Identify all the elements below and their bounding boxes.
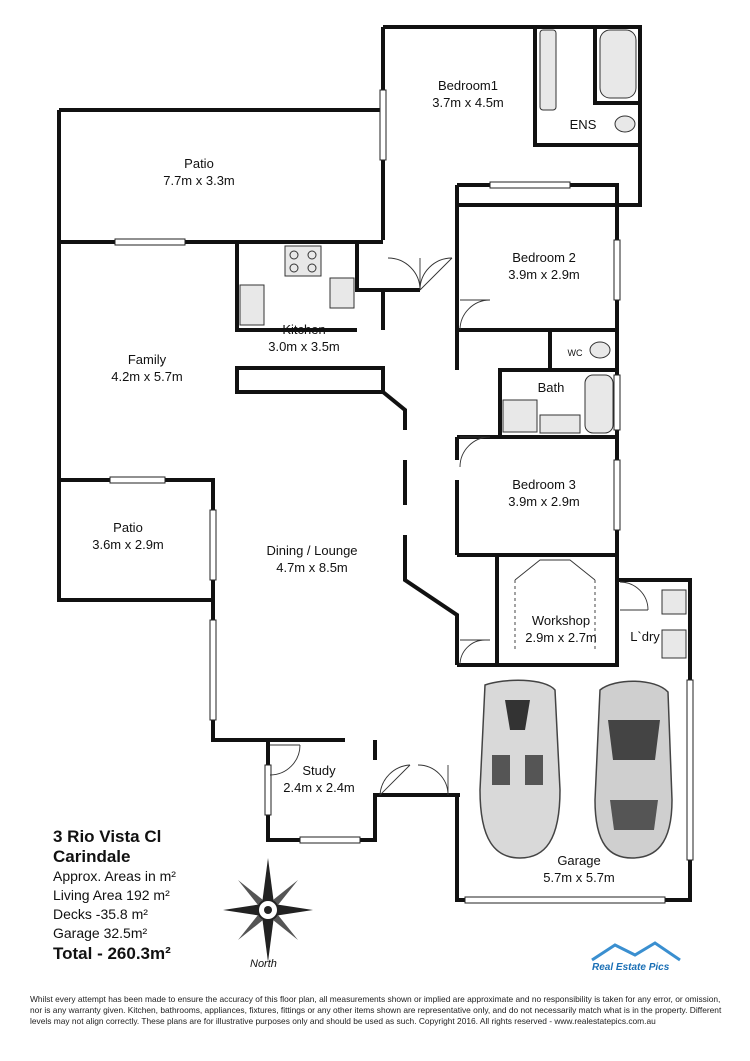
washer-icon	[661, 589, 687, 615]
room-size: 2.9m x 2.7m	[525, 630, 597, 645]
fixtures	[239, 29, 687, 659]
doors	[269, 257, 649, 796]
room-patio-left: Patio 3.6m x 2.9m	[92, 519, 164, 553]
bath-vanity-icon	[539, 414, 581, 434]
room-size: 4.2m x 5.7m	[111, 369, 183, 384]
room-name: Garage	[557, 853, 601, 868]
room-name: WC	[567, 348, 583, 358]
room-patio-top: Patio 7.7m x 3.3m	[163, 155, 235, 189]
room-name: Bedroom 3	[512, 477, 576, 492]
room-size: 3.6m x 2.9m	[92, 537, 164, 552]
car-left-icon	[479, 679, 561, 859]
room-name: Kitchen	[282, 322, 326, 337]
property-info: 3 Rio Vista Cl Carindale Approx. Areas i…	[53, 827, 176, 965]
room-size: 7.7m x 3.3m	[163, 173, 235, 188]
room-name: Family	[127, 352, 167, 367]
address-street: 3 Rio Vista Cl	[53, 827, 162, 846]
cars	[479, 679, 673, 859]
room-garage: Garage 5.7m x 5.7m	[543, 852, 615, 886]
room-name: Bedroom 2	[512, 250, 576, 265]
logo-text: Real Estate Pics	[592, 962, 670, 973]
address-suburb: Carindale	[53, 847, 131, 866]
room-name: Workshop	[531, 613, 591, 628]
walls	[57, 25, 692, 902]
room-bedroom1: Bedroom1 3.7m x 4.5m	[432, 77, 504, 111]
north-compass-icon	[223, 858, 313, 962]
logo-icon	[591, 941, 681, 962]
room-name: L`dry	[630, 629, 660, 644]
room-name: Dining / Lounge	[266, 543, 358, 558]
room-name: Bath	[537, 380, 565, 395]
room-bedroom2: Bedroom 2 3.9m x 2.9m	[508, 249, 580, 283]
north-label: North	[250, 958, 277, 970]
car-right-icon	[594, 680, 673, 859]
vanity-icon	[539, 29, 557, 111]
room-size: 3.9m x 2.9m	[508, 494, 580, 509]
fridge-icon	[329, 277, 355, 309]
room-name: Bedroom1	[438, 78, 498, 93]
shower-icon	[502, 399, 538, 433]
room-name: Study	[302, 763, 336, 778]
garage-area: Garage 32.5m²	[53, 925, 148, 941]
room-kitchen: Kitchen 3.0m x 3.5m	[268, 321, 340, 355]
room-name: Patio	[113, 520, 143, 535]
room-study: Study 2.4m x 2.4m	[283, 762, 355, 796]
toilet-icon	[614, 115, 636, 133]
kitchen-sink-icon	[239, 284, 265, 326]
decks-area: Decks -35.8 m²	[53, 906, 148, 922]
room-ens: ENS	[570, 116, 597, 133]
room-name: ENS	[569, 117, 597, 132]
room-size: 5.7m x 5.7m	[543, 870, 615, 885]
total-area: Total - 260.3m²	[53, 944, 171, 963]
living-area: Living Area 192 m²	[53, 887, 170, 903]
room-laundry: L`dry	[630, 628, 660, 645]
room-dining-lounge: Dining / Lounge 4.7m x 8.5m	[266, 542, 357, 576]
bathtub-icon	[599, 29, 637, 99]
room-wc: WC	[568, 345, 583, 362]
room-size: 3.0m x 3.5m	[268, 339, 340, 354]
room-size: 3.9m x 2.9m	[508, 267, 580, 282]
stove-icon	[284, 245, 322, 277]
room-size: 2.4m x 2.4m	[283, 780, 355, 795]
room-workshop: Workshop 2.9m x 2.7m	[525, 612, 597, 646]
disclaimer: Whilst every attempt has been made to en…	[30, 994, 722, 1026]
room-size: 4.7m x 8.5m	[276, 560, 348, 575]
approx-areas: Approx. Areas in m²	[53, 868, 176, 884]
room-bedroom3: Bedroom 3 3.9m x 2.9m	[508, 476, 580, 510]
bath-tub-icon	[584, 374, 614, 434]
laundry-tub-icon	[661, 629, 687, 659]
room-name: Patio	[184, 156, 214, 171]
room-family: Family 4.2m x 5.7m	[111, 351, 183, 385]
wc-toilet-icon	[589, 341, 611, 359]
windows	[109, 89, 694, 904]
room-bath: Bath	[538, 379, 565, 396]
room-size: 3.7m x 4.5m	[432, 95, 504, 110]
